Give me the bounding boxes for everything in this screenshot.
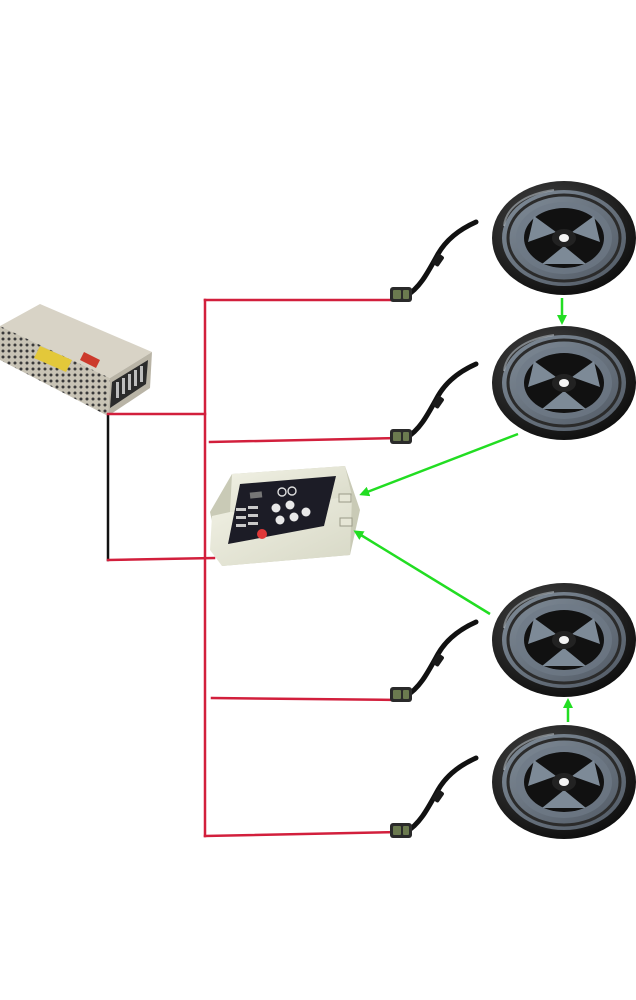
power-supply-icon xyxy=(0,304,152,416)
led-strip-4 xyxy=(390,723,636,841)
led-strip-reel-icon xyxy=(490,581,636,699)
led-strip-reel-icon xyxy=(490,324,636,442)
signal-arrow-strip3-to-controller xyxy=(353,530,491,616)
led-strip-2 xyxy=(390,324,636,444)
branch-strip-2 xyxy=(208,436,402,444)
branch-strip-4 xyxy=(203,830,402,838)
led-strip-1 xyxy=(390,179,636,302)
led-strip-reel-icon xyxy=(490,723,636,841)
power-wires xyxy=(106,298,402,838)
signal-arrow-strip2-to-controller xyxy=(359,432,519,497)
led-strip-reel-icon xyxy=(490,179,636,297)
branch-strip-3 xyxy=(210,696,402,702)
led-strip-3 xyxy=(390,581,636,702)
signal-arrows xyxy=(353,298,573,722)
led-controller-icon xyxy=(210,466,360,566)
controller-power-wire xyxy=(106,556,216,562)
